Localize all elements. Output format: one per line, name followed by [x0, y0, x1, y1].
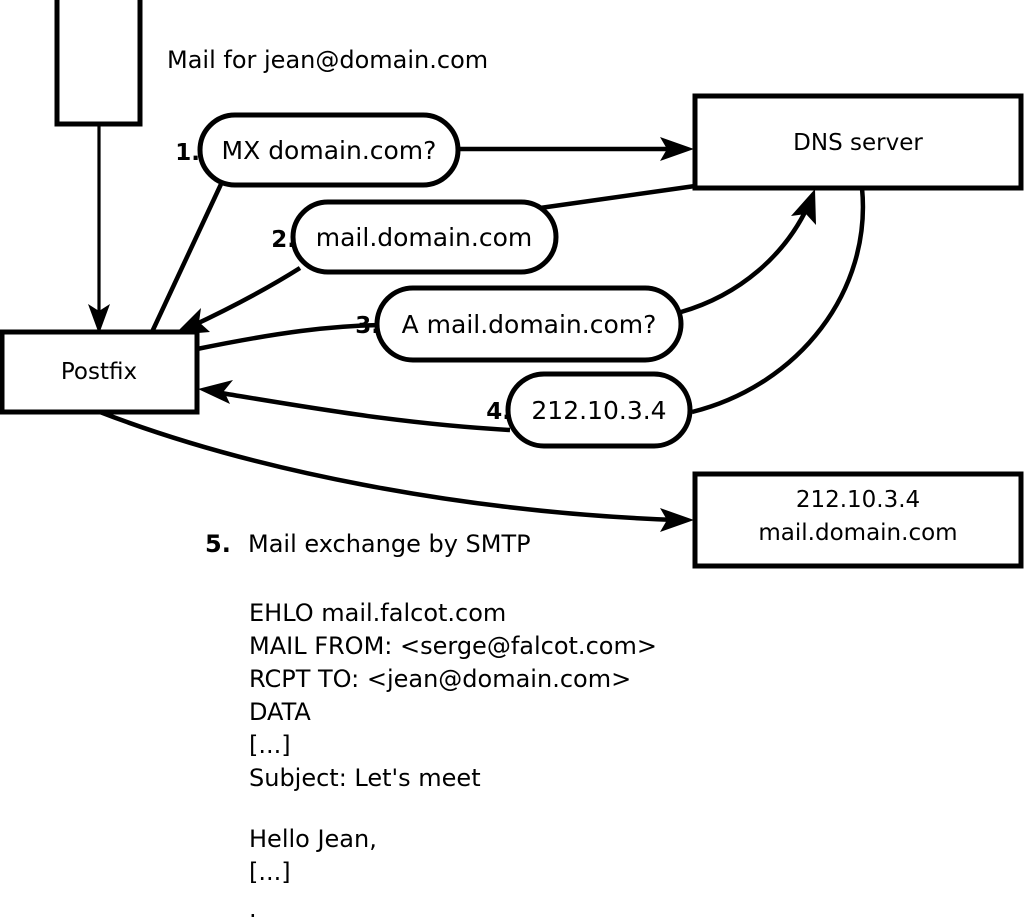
transcript-line: DATA [249, 698, 311, 726]
step-bubble-3[interactable]: A mail.domain.com? [374, 285, 684, 363]
transcript-line: [...] [249, 731, 291, 759]
transcript-line: Subject: Let's meet [249, 764, 481, 792]
edge-step2-to-postfix [174, 266, 302, 335]
node-dns-server[interactable]: DNS server [692, 93, 1024, 191]
edge-mua-to-postfix [88, 124, 110, 334]
node-mail-user-agent[interactable] [54, 0, 143, 127]
edge-dns-to-step2 [539, 183, 696, 211]
transcript-line: Hello Jean, [249, 825, 377, 853]
step-2-label: mail.domain.com [316, 223, 532, 252]
edge-step3-to-dns [680, 189, 816, 315]
step-1-label: MX domain.com? [222, 136, 437, 165]
step-3-label: A mail.domain.com? [402, 310, 657, 339]
edge-postfix-to-step3 [196, 322, 381, 352]
transcript-line: MAIL FROM: <serge@falcot.com> [249, 632, 657, 660]
edge-postfix-to-mailserver [99, 409, 694, 532]
step-bubble-2[interactable]: mail.domain.com [290, 199, 559, 275]
node-postfix-label: Postfix [61, 359, 137, 385]
mail-for-caption: Mail for jean@domain.com [167, 46, 488, 74]
step-bubble-4[interactable]: 212.10.3.4 [505, 371, 693, 449]
step-4-label: 212.10.3.4 [531, 396, 666, 425]
transcript-line: RCPT TO: <jean@domain.com> [249, 665, 631, 693]
step-4-number: 4. [486, 399, 511, 425]
step-1-number: 1. [175, 140, 200, 166]
node-postfix[interactable]: Postfix [0, 329, 200, 415]
edge-step1-to-postfix [149, 181, 225, 333]
node-destination-mail-server[interactable]: 212.10.3.4 mail.domain.com [692, 471, 1024, 569]
step-3-number: 3. [355, 313, 380, 339]
step-5-number: 5. [205, 530, 231, 558]
step-bubble-1[interactable]: MX domain.com? [197, 112, 461, 188]
node-destination-ip: 212.10.3.4 [796, 487, 920, 513]
node-destination-hostname: mail.domain.com [758, 520, 957, 546]
edge-step4-to-postfix [198, 380, 511, 433]
smtp-transcript: EHLO mail.falcot.com MAIL FROM: <serge@f… [249, 599, 657, 919]
step-2-number: 2. [271, 227, 296, 253]
transcript-line: [...] [249, 858, 291, 886]
edge-step1-to-dns [458, 137, 694, 161]
edge-dns-to-step4 [691, 187, 866, 415]
node-dns-server-label: DNS server [793, 130, 923, 156]
transcript-line: EHLO mail.falcot.com [249, 599, 506, 627]
step-5-label: Mail exchange by SMTP [248, 530, 531, 558]
transcript-line: . [249, 895, 257, 919]
